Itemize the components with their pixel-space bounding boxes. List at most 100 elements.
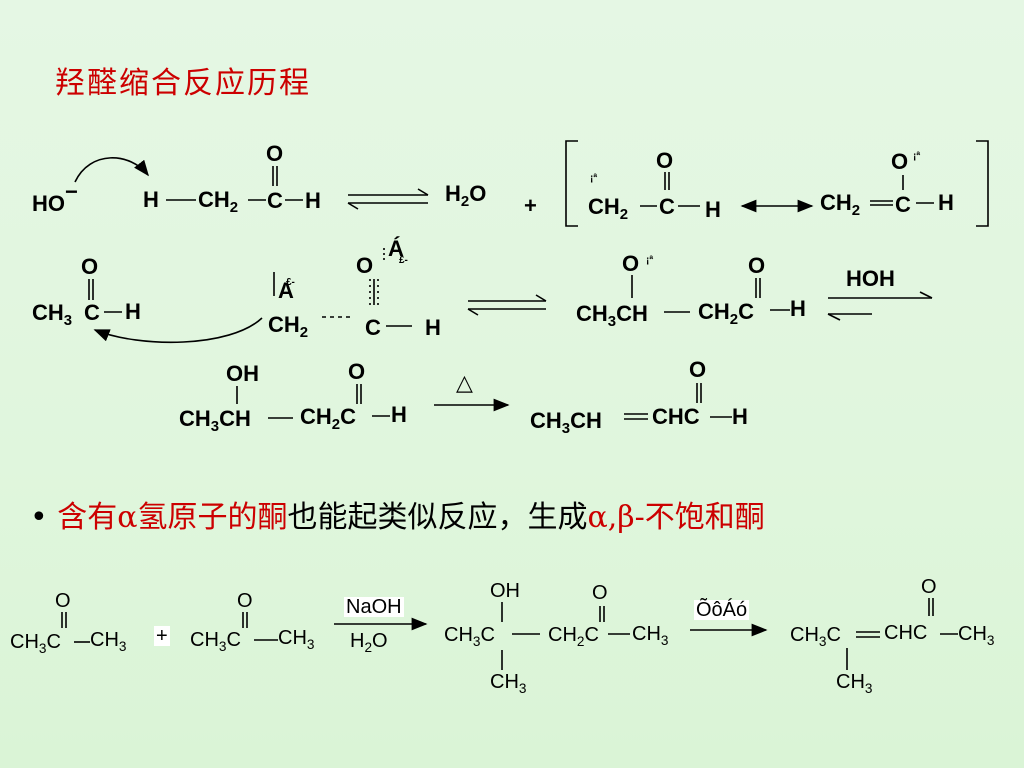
ch-text: CH — [616, 301, 648, 326]
c-text: C — [46, 631, 61, 653]
ch-text: CH — [32, 300, 64, 325]
acetone2-ch3: CH3C — [190, 629, 241, 653]
prod2-ch2c: CH2C — [698, 299, 754, 328]
charge-text: £- — [399, 255, 408, 266]
aldol2-ch3c: CH3C — [444, 625, 495, 648]
sub-3: 3 — [986, 632, 995, 648]
o-text: O — [372, 630, 388, 652]
sub-3: 3 — [660, 632, 669, 648]
enolate2-c: C — [895, 192, 911, 217]
sub-2: 2 — [851, 202, 861, 220]
sub-2: 2 — [229, 199, 239, 217]
ch-text: CH — [632, 623, 661, 645]
aldol-o: O — [348, 359, 366, 384]
acetone1-o: O — [55, 590, 71, 612]
sub-3: 3 — [210, 418, 220, 436]
ts-o: O — [356, 253, 374, 278]
ts-ch2: CH2 — [268, 314, 308, 341]
minus-charge: − — [65, 179, 78, 204]
ts-a-charge: £- — [286, 272, 295, 290]
ch-text: CH — [179, 406, 211, 431]
ts-a: A — [278, 278, 294, 303]
enone-ch3c: CH3C — [790, 624, 841, 648]
aldol-h: H — [391, 402, 407, 427]
ho-text: HO — [32, 191, 65, 216]
sub-3: 3 — [607, 313, 617, 331]
bracket-right — [976, 140, 989, 227]
prod2-ch3ch: CH3CH — [576, 301, 648, 330]
page-title: 羟醛缩合反应历程 — [55, 66, 311, 101]
atom-h-left: H — [143, 187, 159, 212]
enolate1-ch2: CH2 — [588, 194, 628, 223]
crotonal-h: H — [732, 404, 748, 429]
ald-ch3: CH3 — [32, 300, 72, 329]
enolate1-h: H — [705, 197, 721, 222]
sub-3: 3 — [561, 420, 571, 438]
ch-text: CH — [90, 629, 119, 651]
ts-o-mark: Á — [388, 236, 404, 261]
enolate1-o: O — [656, 148, 674, 173]
aldol-ch2c: CH2C — [300, 404, 356, 433]
c-text: C — [226, 629, 241, 651]
bracket-left — [565, 140, 578, 227]
sub-3: 3 — [864, 680, 873, 696]
ch-text: CH — [548, 624, 577, 646]
c-text: C — [738, 299, 754, 324]
prod2-o1: O — [622, 251, 640, 276]
ch2-group: CH2 — [198, 187, 238, 216]
c-text: C — [584, 624, 599, 646]
ch-text: CH — [198, 187, 230, 212]
carbonyl-c: C — [267, 188, 283, 213]
crotonal-ch3ch: CH3CH — [530, 408, 602, 437]
bullet-alpha-beta: α,β- — [587, 500, 645, 535]
prod2-o1-charge: ¡ª — [646, 250, 653, 268]
c-text: C — [826, 624, 841, 646]
sub-3: 3 — [218, 638, 227, 654]
bullet-alpha: α — [117, 500, 138, 535]
aldol-ch3ch: CH3CH — [179, 406, 251, 435]
ch-text: CH — [219, 406, 251, 431]
ch-text: CH — [300, 404, 332, 429]
bullet-red-1: 含有 — [57, 500, 118, 535]
sub-3: 3 — [306, 636, 315, 652]
aldol2-oh: OH — [490, 580, 520, 602]
charge-text: ¡ª — [913, 151, 921, 162]
sub-3: 3 — [118, 638, 127, 654]
plus-sign-2: + — [154, 625, 170, 647]
ts-h: H — [425, 315, 441, 340]
sub-2: 2 — [576, 633, 585, 649]
charge-text: £- — [286, 277, 295, 288]
aldol2-ch3c-bottom: CH3 — [490, 671, 526, 695]
sub-2: 2 — [619, 206, 629, 224]
atom-h-right: H — [305, 188, 321, 213]
ch-text: CH — [490, 671, 519, 693]
aldol-oh: OH — [226, 361, 259, 386]
ch-text: CH — [530, 408, 562, 433]
ch-text: CH — [958, 623, 987, 645]
enone-o: O — [921, 576, 937, 598]
acetone1-ch3b: CH3 — [90, 629, 126, 653]
enolate2-o: O — [891, 149, 909, 174]
ts-o-charge: £- — [399, 250, 408, 268]
h2o-label: H2O — [350, 630, 388, 654]
crotonal-chc: CHC — [652, 404, 700, 429]
enolate1-charge: ¡ª — [590, 168, 597, 186]
prod2-h: H — [790, 296, 806, 321]
sub-2: 2 — [331, 416, 341, 434]
curved-arrow-back — [93, 317, 263, 344]
ts-c: C — [365, 315, 381, 340]
plus-sign: + — [524, 193, 537, 218]
ch-text: CH — [10, 631, 39, 653]
sub-2: 2 — [729, 311, 739, 329]
ch-text: CH — [576, 301, 608, 326]
acetone2-o: O — [237, 590, 253, 612]
sub-3: 3 — [818, 633, 827, 649]
ch-text: CH — [278, 627, 307, 649]
hoh-label: HOH — [846, 266, 895, 291]
ch-text: CH — [588, 194, 620, 219]
sub-2: 2 — [364, 639, 373, 655]
h-text: H — [350, 630, 365, 652]
aldol2-ch2c: CH2C — [548, 624, 599, 648]
carbonyl-o: O — [266, 141, 284, 166]
enone-chc: CHC — [884, 622, 928, 644]
